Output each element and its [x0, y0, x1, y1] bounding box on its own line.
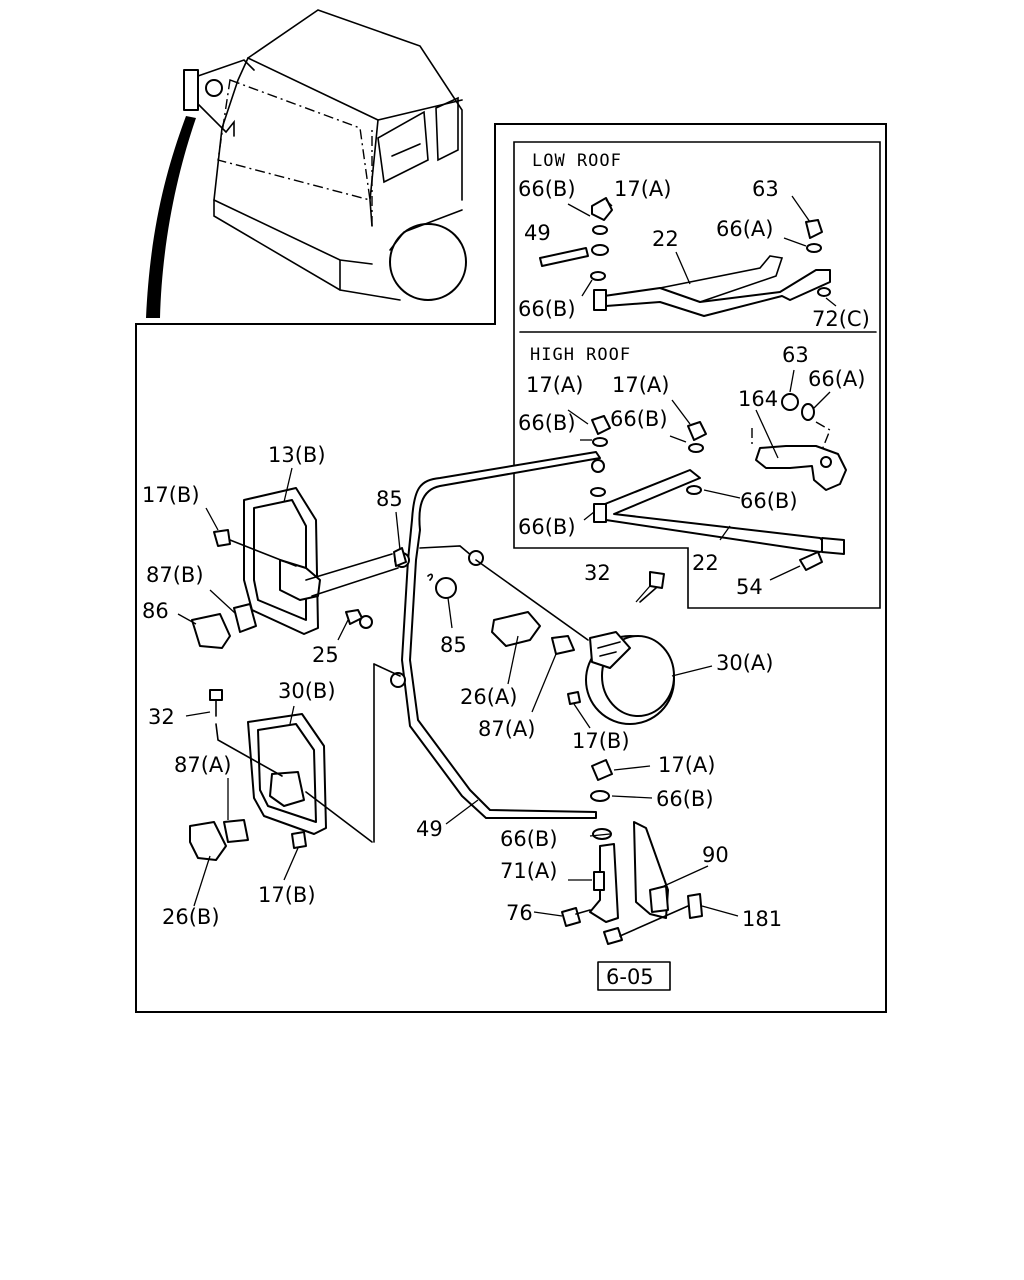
- truck-cab-illustration: [146, 9, 467, 318]
- callout-high-22: 22: [692, 551, 719, 575]
- high-roof-title: HIGH ROOF: [530, 345, 631, 365]
- callout-87A-left: 87(A): [174, 753, 231, 777]
- callout-low-22: 22: [652, 227, 679, 251]
- callout-66B-low1: 66(B): [656, 787, 714, 811]
- main-frame: [135, 123, 887, 1013]
- callout-87A-mid: 87(A): [478, 717, 535, 741]
- callout-high-164: 164: [738, 387, 778, 411]
- callout-26A: 26(A): [460, 685, 517, 709]
- callout-high-66B-left: 66(B): [518, 411, 576, 435]
- callout-66B-low2: 66(B): [500, 827, 558, 851]
- reference-box-label: 6-05: [606, 965, 654, 989]
- callout-high-63: 63: [782, 343, 809, 367]
- callout-49: 49: [416, 817, 443, 841]
- low-roof-inset: LOW ROOF 66(B) 17(A) 63 49 22 66(A) 66(B…: [513, 141, 881, 609]
- callout-high-66A: 66(A): [808, 367, 865, 391]
- callout-85-top: 85: [376, 487, 403, 511]
- callout-high-17A-left: 17(A): [526, 373, 583, 397]
- callout-85-mid: 85: [440, 633, 467, 657]
- callout-181: 181: [742, 907, 782, 931]
- callout-17B-low: 17(B): [258, 883, 316, 907]
- callout-low-49: 49: [524, 221, 551, 245]
- callout-32-left: 32: [148, 705, 175, 729]
- callout-low-63: 63: [752, 177, 779, 201]
- callout-32-top: 32: [584, 561, 611, 585]
- main-assembly: 13(B) 17(B) 85 87(B) 86 25 85 32 30(A) 2…: [142, 443, 782, 991]
- callout-17A-low: 17(A): [658, 753, 715, 777]
- callout-low-72C: 72(C): [812, 307, 870, 331]
- callout-76: 76: [506, 901, 533, 925]
- callout-30B: 30(B): [278, 679, 336, 703]
- callout-low-17A: 17(A): [614, 177, 671, 201]
- callout-low-66B-bottom: 66(B): [518, 297, 576, 321]
- callout-17B-mid: 17(B): [572, 729, 630, 753]
- callout-26B: 26(B): [162, 905, 220, 929]
- callout-high-66B-mid: 66(B): [740, 489, 798, 513]
- low-roof-title: LOW ROOF: [532, 151, 622, 171]
- callout-17B-top: 17(B): [142, 483, 200, 507]
- callout-25: 25: [312, 643, 339, 667]
- callout-90: 90: [702, 843, 729, 867]
- callout-high-66B-right: 66(B): [610, 407, 668, 431]
- callout-high-17A-right: 17(A): [612, 373, 669, 397]
- callout-13B: 13(B): [268, 443, 326, 467]
- callout-87B: 87(B): [146, 563, 204, 587]
- callout-low-66A: 66(A): [716, 217, 773, 241]
- callout-low-66B-top: 66(B): [518, 177, 576, 201]
- callout-86: 86: [142, 599, 169, 623]
- callout-71A: 71(A): [500, 859, 557, 883]
- callout-high-54: 54: [736, 575, 763, 599]
- callout-high-66B-low: 66(B): [518, 515, 576, 539]
- callout-30A: 30(A): [716, 651, 773, 675]
